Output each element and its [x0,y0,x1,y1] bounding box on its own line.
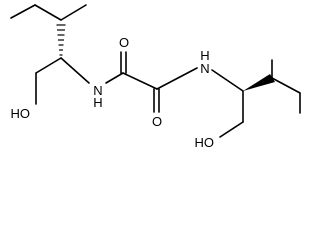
oxalamide-core [105,51,198,113]
bond-right-n-c [211,69,244,92]
atom-label-nitrogen-left-h: H [93,95,102,110]
right-bold-wedge [243,74,275,91]
left-hashed-wedge [56,24,66,56]
bond-left-c-n [60,57,90,84]
right-hydroxymethyl [219,90,244,138]
left-hydroxymethyl [35,57,62,105]
bond-right-ethyl-1 [271,77,301,94]
bond-n-carbonyl-left [105,72,124,84]
bond-carbonyl-carbonyl [122,72,158,90]
atom-label-nitrogen-left: N [93,83,102,98]
bond-carbonyl-right-n [156,67,198,90]
right-alkyl-chain [271,59,301,114]
bond-left-methyl [60,4,87,21]
atom-label-hydroxyl-right: HO [195,135,215,150]
bond-left-ethyl-1 [10,4,36,19]
bond-left-ch2 [35,57,62,74]
left-alkyl-chain [10,4,87,21]
bond-right-c-o [219,121,244,138]
atom-label-oxygen-carbonyl-right: O [152,114,162,129]
atom-label-nitrogen-right-h: H [200,48,209,63]
bond-left-ethyl-2 [34,4,62,21]
atom-label-oxygen-carbonyl-left: O [119,35,129,50]
chemical-structure: HO N H O O H N HO [10,4,301,150]
atom-label-hydroxyl-left: HO [11,106,31,121]
atom-label-nitrogen-right: N [200,61,209,76]
